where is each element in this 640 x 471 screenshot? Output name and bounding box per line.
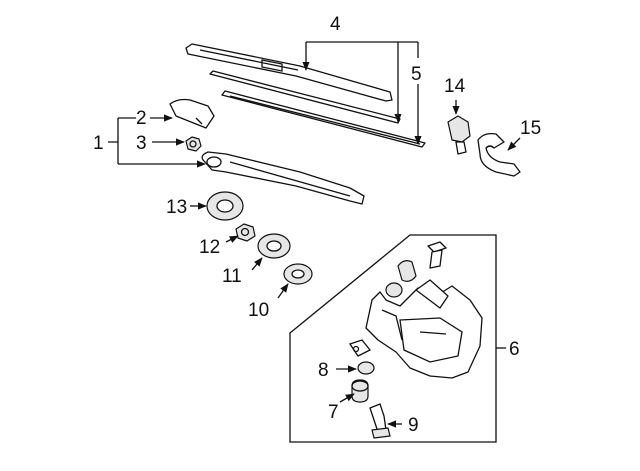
callout-13: 13 [166, 197, 187, 218]
callout-3: 3 [136, 133, 147, 154]
motor-assembly-box [289, 234, 497, 443]
grommet-8[interactable] [357, 361, 375, 375]
callout-1: 1 [93, 133, 104, 154]
arm-nut[interactable] [185, 136, 202, 152]
callout-12: 12 [199, 237, 220, 258]
leader-12 [225, 235, 239, 243]
callout-10: 10 [248, 300, 269, 321]
callout-7: 7 [328, 402, 339, 423]
pivot-nut[interactable] [235, 223, 256, 242]
leader-7 [339, 393, 355, 403]
leader-15 [507, 137, 521, 151]
callout-8: 8 [318, 360, 329, 381]
pivot-cover[interactable] [206, 191, 244, 221]
callout-14: 14 [444, 76, 466, 97]
grommet-upper[interactable] [397, 260, 417, 282]
leader-1-bracket [108, 118, 119, 164]
bushing-7[interactable] [351, 379, 369, 403]
callout-5: 5 [411, 64, 422, 85]
callout-11: 11 [222, 266, 242, 287]
washer-hose[interactable] [477, 132, 521, 177]
callout-15: 15 [520, 118, 541, 139]
bolt-9[interactable] [369, 403, 391, 439]
callout-4: 4 [330, 14, 341, 35]
pivot-washer[interactable] [257, 233, 291, 259]
callout-9: 9 [408, 415, 419, 436]
wiper-arm[interactable] [201, 151, 365, 205]
blade-insert[interactable] [221, 90, 426, 148]
leader-10 [277, 283, 289, 299]
pivot-seal[interactable] [283, 263, 313, 285]
callout-2: 2 [136, 108, 147, 129]
grommet-lower[interactable] [385, 282, 403, 298]
callout-6: 6 [509, 339, 520, 360]
wiper-motor[interactable] [348, 279, 483, 379]
washer-nozzle[interactable] [447, 115, 471, 155]
motor-mount-bolt[interactable] [427, 241, 447, 269]
wiper-blade[interactable] [185, 43, 393, 102]
arm-cap[interactable] [169, 98, 215, 129]
leader-11 [251, 257, 263, 271]
